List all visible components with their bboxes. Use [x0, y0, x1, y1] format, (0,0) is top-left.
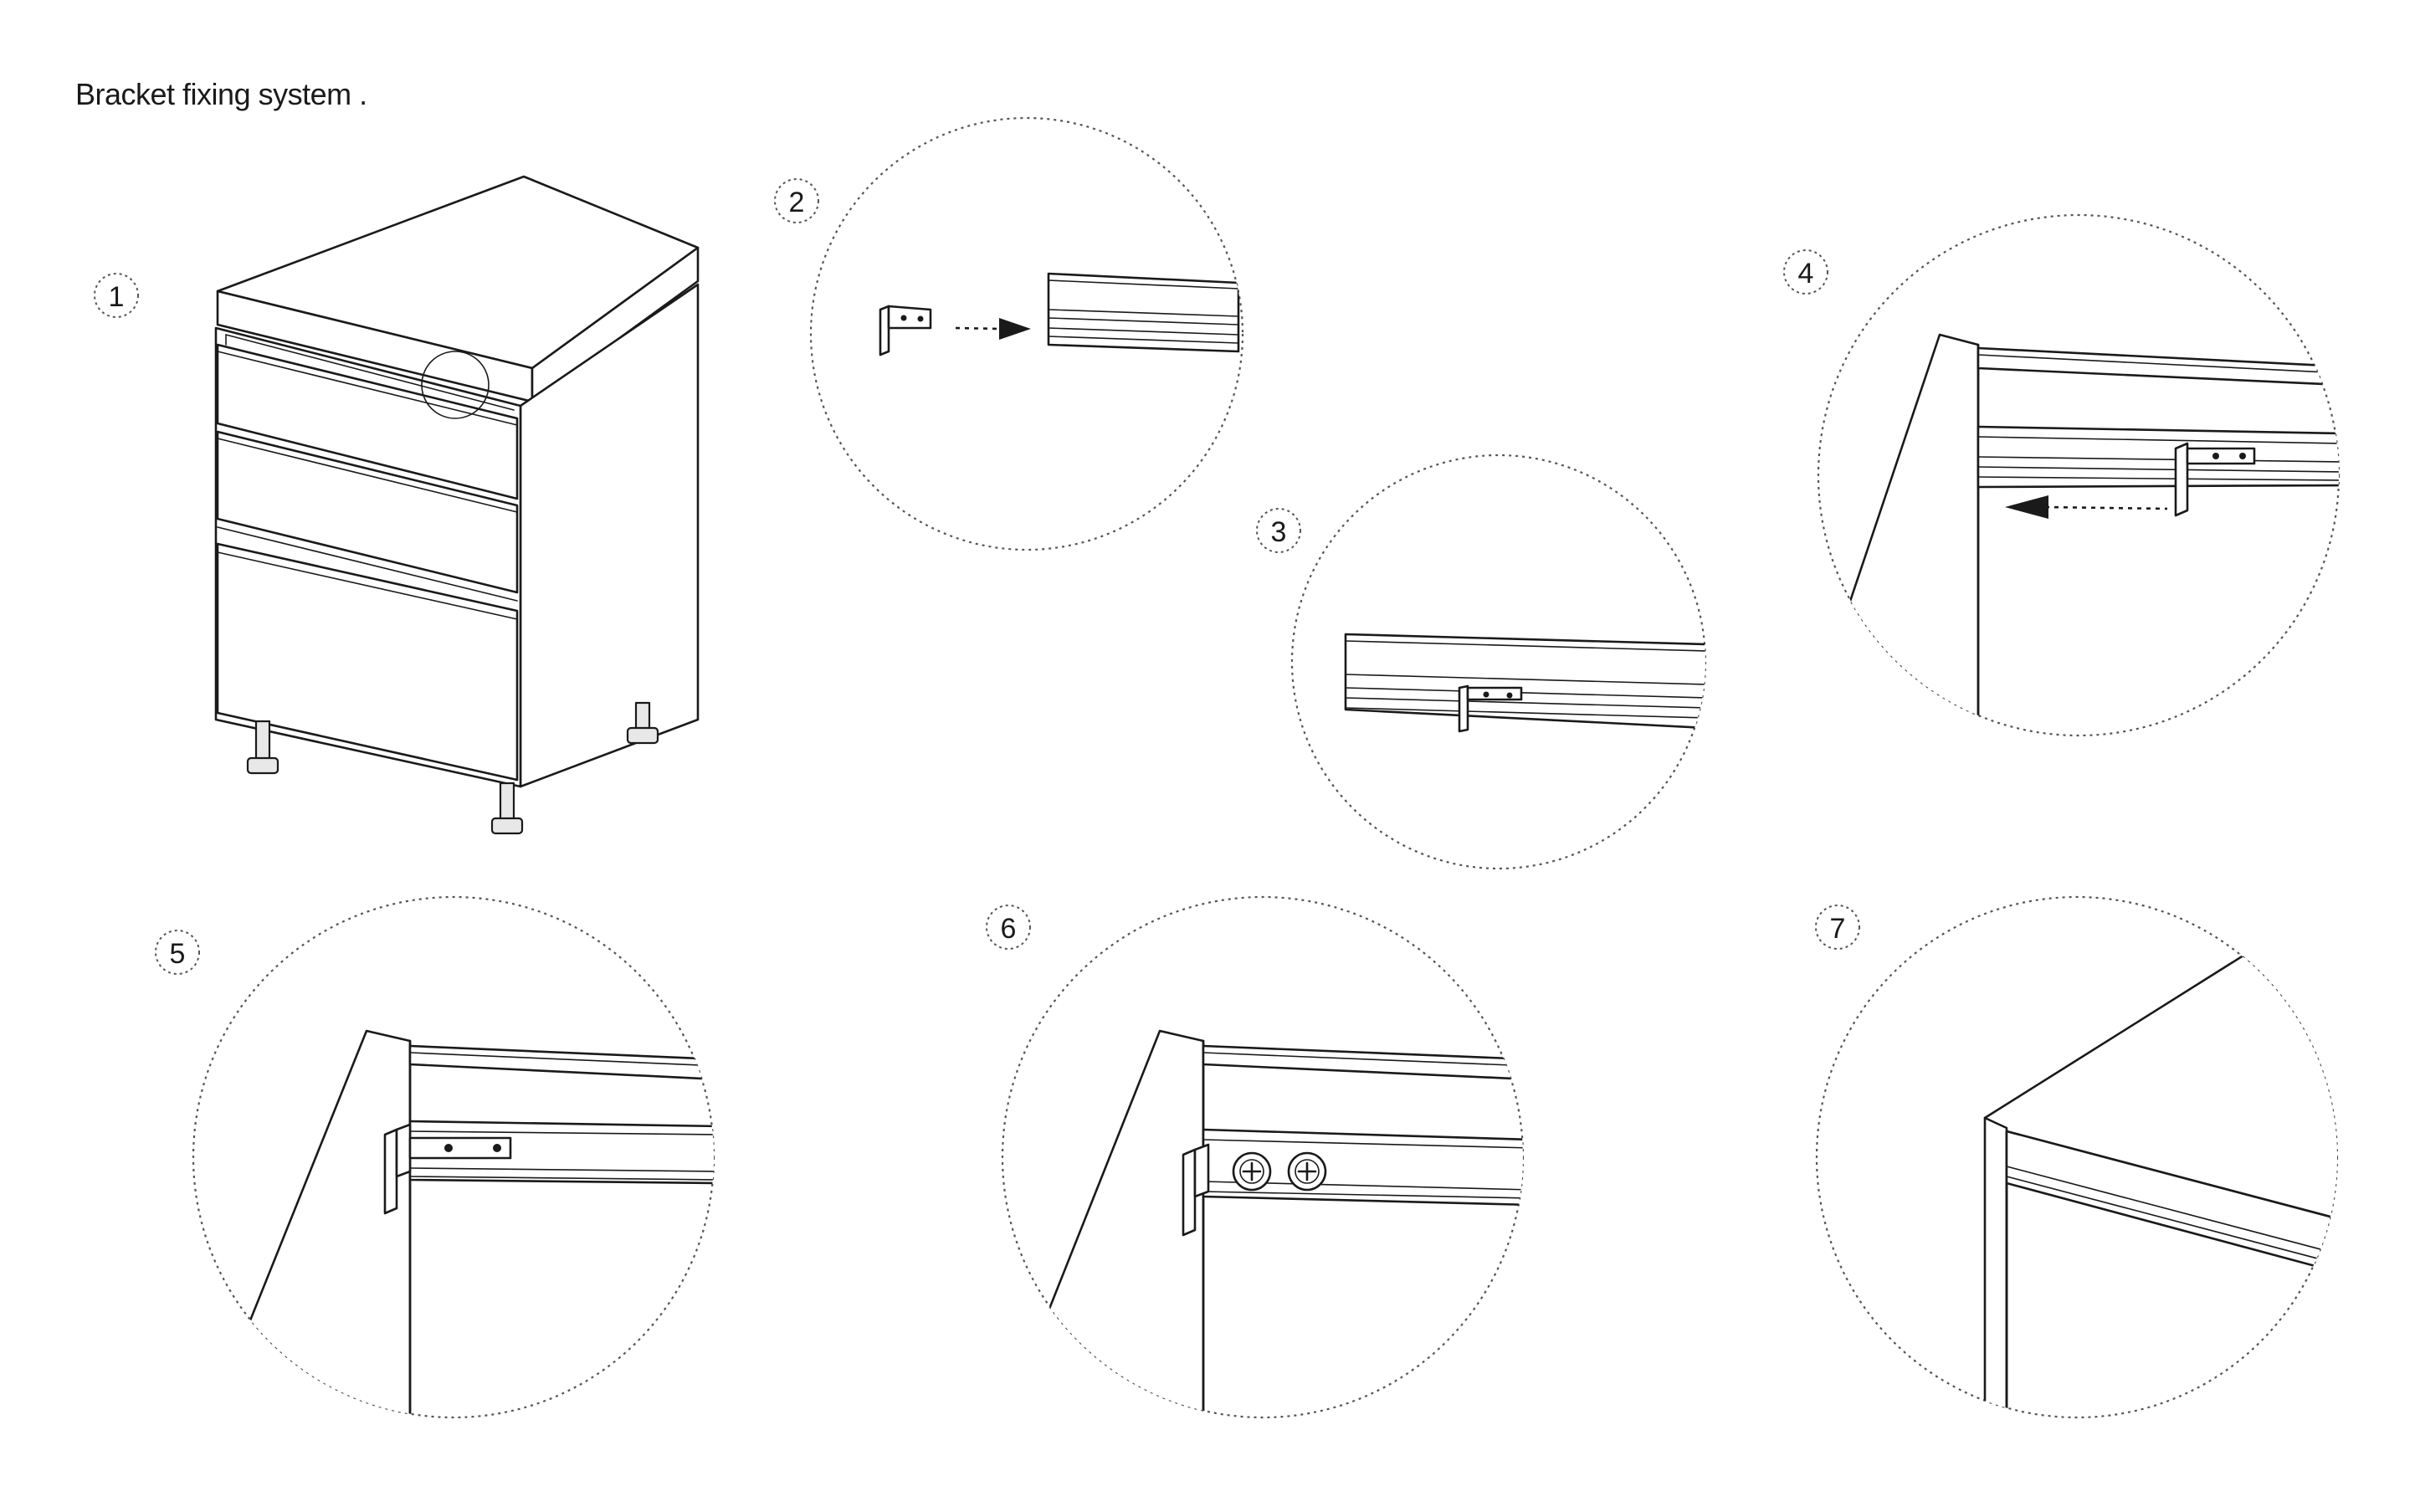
step-3-detail — [1290, 454, 1707, 870]
step-7-detail — [1815, 895, 2339, 1419]
page-title: Bracket fixing system . — [75, 77, 367, 111]
step-1-cabinet — [214, 175, 700, 835]
step-badge: 4 — [1783, 249, 1828, 295]
step-badge: 5 — [155, 930, 200, 975]
screw-icon — [1287, 1151, 1327, 1192]
step-badge: 3 — [1256, 508, 1301, 553]
step-badge: 1 — [94, 273, 139, 318]
bracket — [2174, 442, 2256, 517]
cabinet-leg — [626, 701, 659, 745]
svg-text:2: 2 — [789, 187, 805, 218]
cabinet-leg — [490, 782, 524, 835]
bracket — [383, 1123, 512, 1215]
svg-text:1: 1 — [109, 281, 125, 313]
step-4-detail — [1817, 213, 2341, 737]
detail-zoom-marker — [421, 351, 490, 419]
cabinet-leg — [246, 720, 279, 775]
step-badge: 7 — [1815, 905, 1860, 950]
step-6-detail — [1001, 895, 1525, 1419]
arrow-right-icon — [999, 318, 1031, 340]
svg-text:4: 4 — [1798, 258, 1814, 290]
step-badge: 6 — [986, 905, 1031, 950]
step-5-detail — [192, 895, 715, 1419]
step-2-detail — [809, 116, 1244, 551]
bracket — [1182, 1143, 1210, 1237]
svg-text:3: 3 — [1271, 516, 1287, 548]
bracket — [879, 305, 932, 356]
screw-icon — [1232, 1151, 1272, 1192]
svg-text:6: 6 — [1001, 913, 1017, 945]
svg-text:7: 7 — [1830, 913, 1846, 945]
step-badge: 2 — [774, 178, 819, 223]
arrow-left-icon — [2005, 495, 2048, 519]
bracket — [1458, 684, 1523, 733]
svg-text:5: 5 — [170, 938, 186, 970]
